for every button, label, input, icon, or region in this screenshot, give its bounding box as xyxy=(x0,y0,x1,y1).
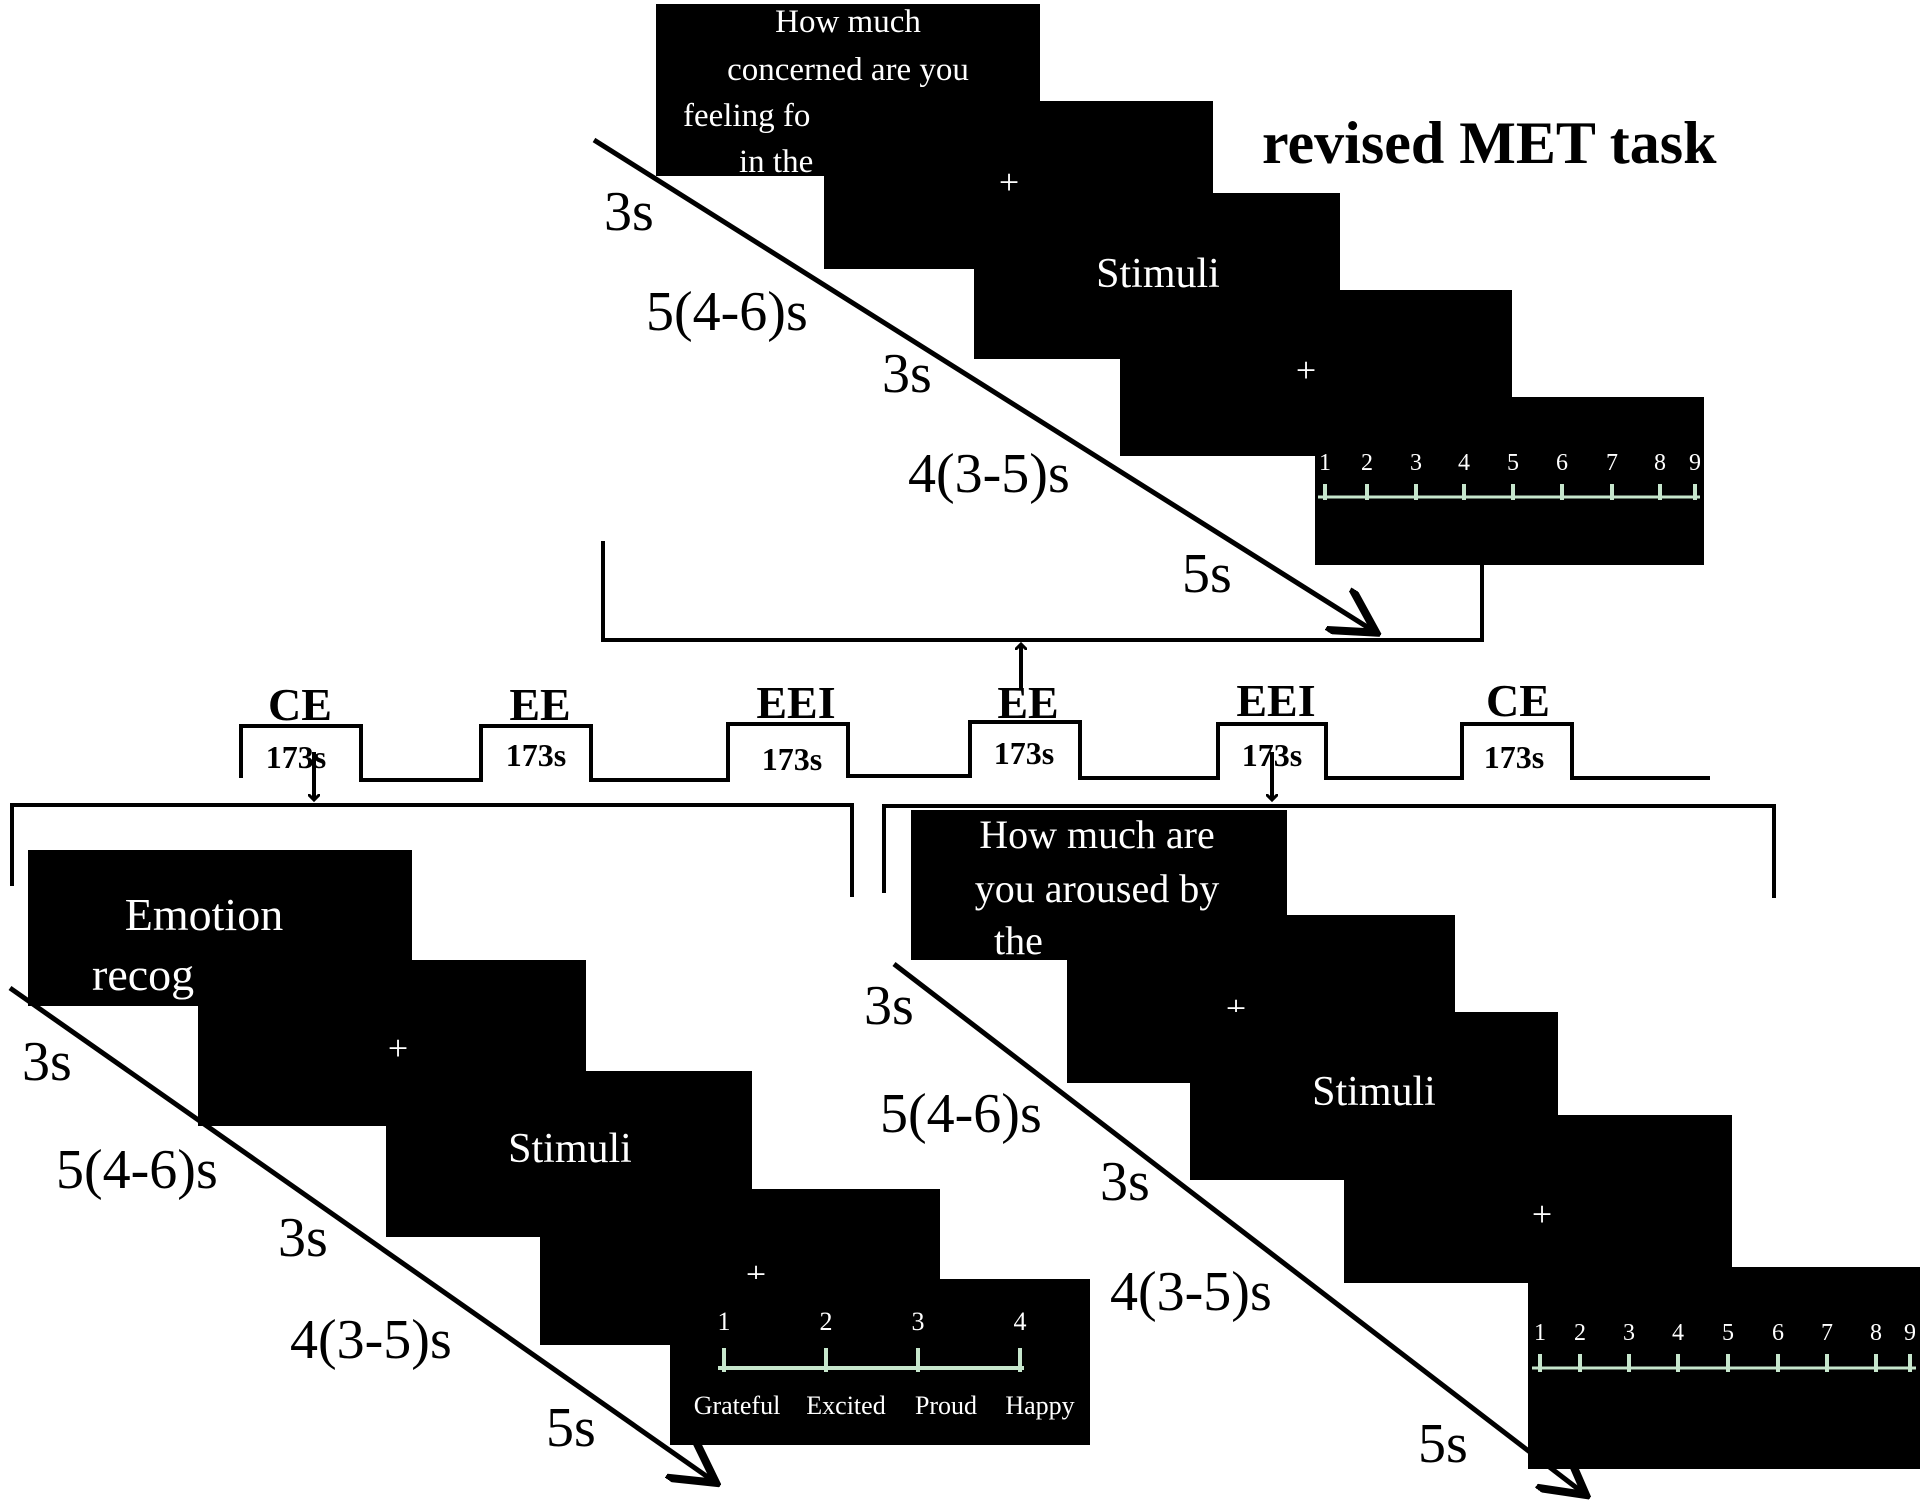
rating-screen xyxy=(1315,397,1704,565)
duration-prompt: 3s xyxy=(22,1031,72,1093)
block-label: CE xyxy=(1486,675,1550,726)
bottom_right_panel-number: 5 xyxy=(1722,1320,1734,1346)
bottom_right_panel-number: 8 xyxy=(1870,1320,1882,1346)
duration-rating: 5s xyxy=(546,1397,596,1459)
bottom_right_panel-number: 3 xyxy=(1623,1320,1635,1346)
left-bracket xyxy=(10,803,854,897)
top_panel-number: 6 xyxy=(1556,450,1568,476)
duration-fixation-2: 4(3-5)s xyxy=(1110,1261,1272,1323)
top_panel-number: 3 xyxy=(1410,450,1422,476)
prompt-line-1: How much xyxy=(775,4,921,40)
block-waveform xyxy=(239,720,1710,782)
fixation-cross: + xyxy=(999,162,1019,202)
duration-stimulus: 3s xyxy=(1100,1151,1150,1213)
duration-rating: 5s xyxy=(1182,543,1232,605)
top_panel-number: 7 xyxy=(1606,450,1618,476)
fixation-screen-2 xyxy=(1344,1115,1732,1283)
bottom_right_panel-number: 7 xyxy=(1821,1320,1833,1346)
block-label: CE xyxy=(268,679,332,730)
prompt-line-2: you aroused by xyxy=(975,866,1219,911)
prompt-line-1: How much are xyxy=(979,812,1214,857)
stimulus-label: Stimuli xyxy=(1096,251,1220,297)
timeline-arrow xyxy=(592,137,1372,630)
duration-fixation-2: 4(3-5)s xyxy=(290,1309,452,1371)
block-label: EE xyxy=(997,677,1058,728)
duration-fixation: 5(4-6)s xyxy=(880,1083,1042,1145)
block-duration: 173s xyxy=(994,735,1054,771)
block-duration: 173s xyxy=(506,737,566,773)
top_panel-number: 8 xyxy=(1654,450,1666,476)
duration-stimulus: 3s xyxy=(882,343,932,405)
bottom_right_panel-number: 6 xyxy=(1772,1320,1784,1346)
prompt-line-1: Emotion xyxy=(125,889,283,940)
fixation-cross: + xyxy=(388,1028,408,1068)
block-label: EE xyxy=(509,679,570,730)
block-label: EEI xyxy=(1236,675,1315,726)
duration-fixation-2: 4(3-5)s xyxy=(908,443,1070,505)
bottom_right_panel-number: 1 xyxy=(1534,1320,1546,1346)
rating-screen xyxy=(670,1279,1090,1445)
prompt-line-3: feeling fo xyxy=(683,98,810,134)
top-bracket xyxy=(601,541,1484,642)
duration-fixation: 5(4-6)s xyxy=(646,281,808,343)
bottom_left_panel-number: 4 xyxy=(1014,1307,1027,1336)
prompt-line-2: recog xyxy=(92,949,194,1000)
block-duration: 173s xyxy=(1484,739,1544,775)
fixation-cross-2: + xyxy=(1296,350,1316,390)
prompt-line-3: the xyxy=(994,918,1043,963)
bottom-right-panel: How much are you aroused by the + Stimul… xyxy=(864,810,1920,1492)
timeline-arrow xyxy=(8,985,712,1480)
block-duration: 173s xyxy=(762,741,822,777)
prompt-line-2: concerned are you xyxy=(727,52,969,88)
prompt-line-4: in the xyxy=(739,144,813,180)
right-bracket xyxy=(882,804,1776,898)
block-label: EEI xyxy=(756,677,835,728)
fixation-cross-2: + xyxy=(1532,1194,1552,1234)
duration-fixation: 5(4-6)s xyxy=(56,1139,218,1201)
top_panel-number: 4 xyxy=(1458,450,1470,476)
duration-rating: 5s xyxy=(1418,1413,1468,1475)
stimulus-label: Stimuli xyxy=(508,1126,632,1172)
duration-prompt: 3s xyxy=(604,181,654,243)
rating-label: Excited xyxy=(806,1391,885,1420)
bottom_left_panel-number: 2 xyxy=(820,1307,833,1336)
stimulus-label: Stimuli xyxy=(1312,1069,1436,1115)
top_panel-number: 9 xyxy=(1689,450,1701,476)
rating-label: Grateful xyxy=(694,1391,781,1420)
bottom_right_panel-number: 9 xyxy=(1904,1320,1916,1346)
bottom_left_panel-number: 1 xyxy=(718,1307,731,1336)
duration-prompt: 3s xyxy=(864,975,914,1037)
diagram-title: revised MET task xyxy=(1262,110,1717,176)
bottom_right_panel-number: 2 xyxy=(1574,1320,1586,1346)
block-duration: 173s xyxy=(266,739,326,775)
rating-label: Proud xyxy=(915,1391,977,1420)
top-panel: How much concerned are you feeling fo in… xyxy=(592,4,1704,642)
top_panel-number: 2 xyxy=(1361,450,1373,476)
top_panel-number: 5 xyxy=(1507,450,1519,476)
timeline-arrow xyxy=(892,962,1582,1492)
bottom_left_panel-number: 3 xyxy=(912,1307,925,1336)
top_panel-number: 1 xyxy=(1319,450,1331,476)
duration-stimulus: 3s xyxy=(278,1207,328,1269)
bottom_right_panel-number: 4 xyxy=(1672,1320,1684,1346)
rating-label: Happy xyxy=(1005,1391,1074,1420)
